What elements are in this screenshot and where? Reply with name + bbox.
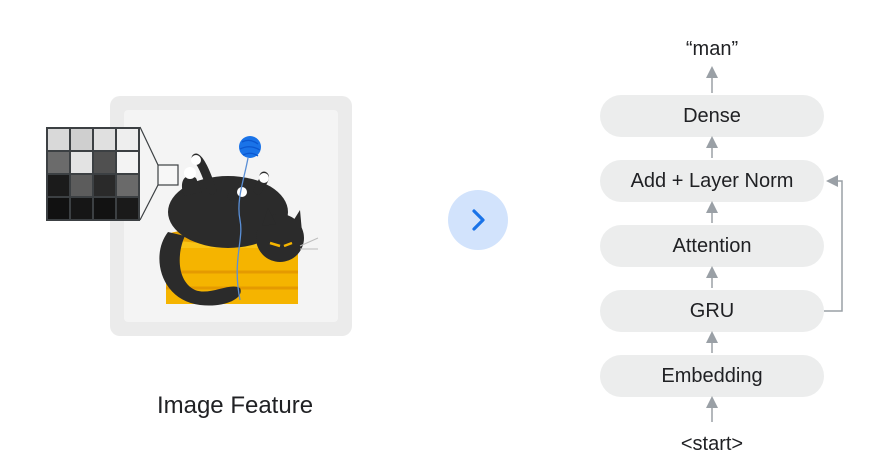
pixel-cell (47, 151, 70, 174)
pixel-cell (93, 174, 116, 197)
pixel-cell (93, 128, 116, 151)
pixel-cell (93, 151, 116, 174)
pixel-grid (46, 127, 140, 221)
pixel-cell (116, 151, 139, 174)
pixel-cell (93, 197, 116, 220)
pixel-cell (70, 151, 93, 174)
attention-layer: Attention (600, 225, 824, 267)
pixel-cell (47, 197, 70, 220)
output-token: “man” (685, 38, 739, 60)
pixel-cell (116, 174, 139, 197)
image-feature-caption: Image Feature (156, 392, 314, 419)
dense-layer: Dense (600, 95, 824, 137)
next-arrow-button[interactable] (448, 190, 508, 250)
embedding-layer: Embedding (600, 355, 824, 397)
gru-layer: GRU (600, 290, 824, 332)
yarn-ball-icon (236, 136, 261, 301)
zoom-source-square (157, 164, 179, 186)
zoom-line-top (139, 126, 159, 166)
pixel-cell (116, 128, 139, 151)
add-layer-norm-layer: Add + Layer Norm (600, 160, 824, 202)
zoom-line-bottom (139, 184, 159, 221)
pixel-cell (47, 128, 70, 151)
pixel-cell (70, 197, 93, 220)
cat-illustration (159, 153, 319, 306)
chevron-right-icon (472, 209, 485, 231)
pixel-cell (47, 174, 70, 197)
residual-arrow (824, 175, 843, 312)
pixel-cell (116, 197, 139, 220)
input-token: <start> (680, 433, 744, 455)
pixel-cell (70, 174, 93, 197)
pixel-cell (70, 128, 93, 151)
